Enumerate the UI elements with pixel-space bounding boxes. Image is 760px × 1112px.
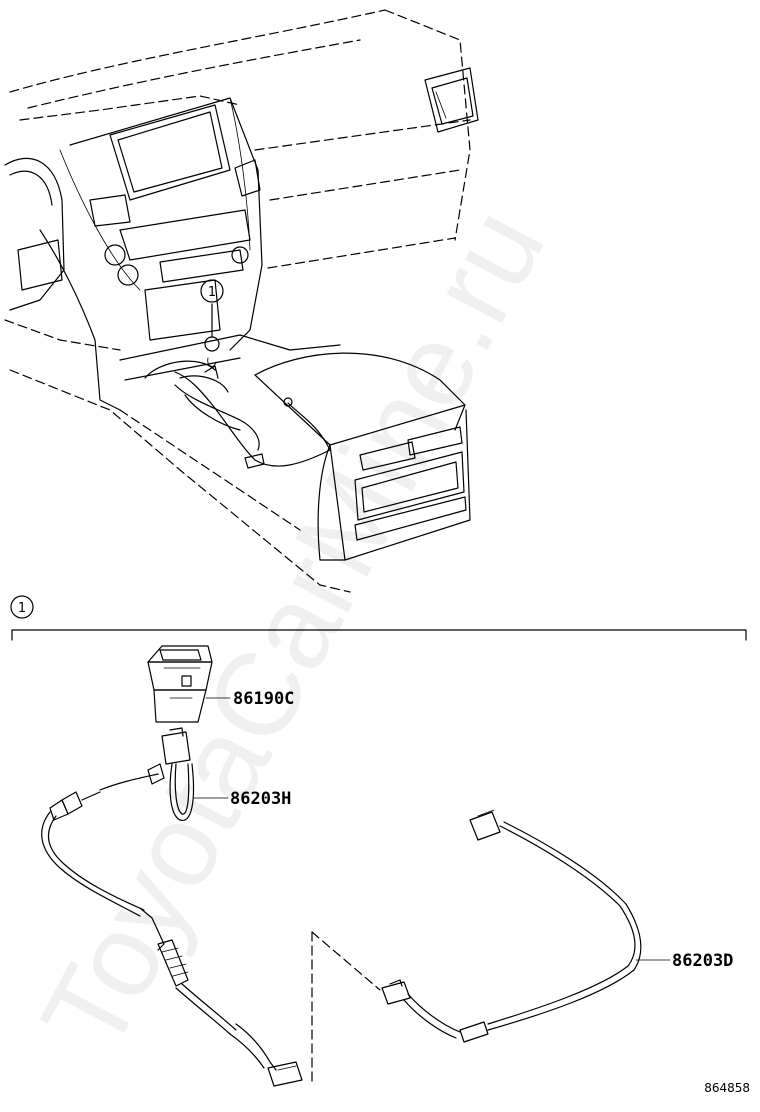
long-harness-left (41, 791, 303, 1087)
part-86203h-harness (99, 727, 195, 821)
section-marker: 1 (10, 595, 747, 641)
section-bracket (11, 629, 747, 641)
callout-top: 1 (200, 279, 224, 303)
dashboard-illustration (4, 9, 479, 593)
label-86190c: 86190C (205, 689, 294, 709)
section-callout-circle (10, 595, 34, 619)
label-86203d: 86203D (635, 951, 733, 971)
label-86203h: 86203H (193, 789, 291, 809)
illustration-code: 864858 (704, 1081, 750, 1095)
part-number-86190c: 86190C (233, 689, 294, 709)
callout-circle (200, 279, 224, 303)
callout-number: 1 (208, 285, 216, 300)
part-86203d-harness (311, 809, 642, 1083)
part-number-86203h: 86203H (230, 789, 291, 809)
part-number-86203d: 86203D (672, 951, 733, 971)
part-86190c-switch (147, 645, 213, 723)
section-callout-number: 1 (18, 601, 26, 616)
